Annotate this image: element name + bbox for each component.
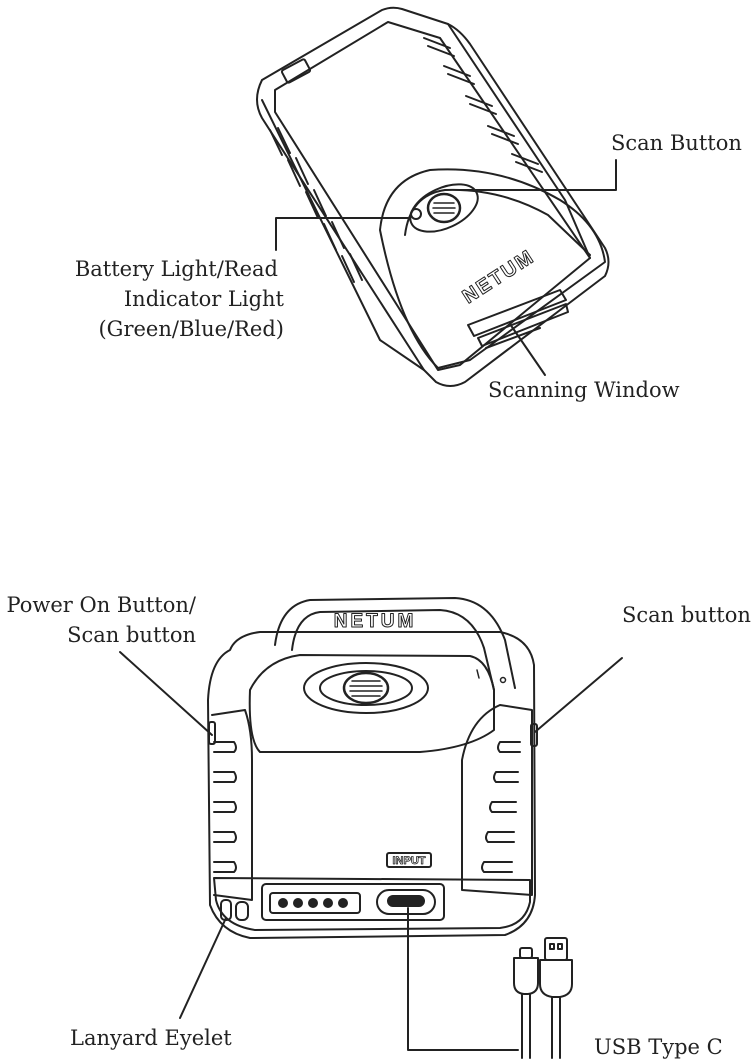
bottom-scan-button bbox=[303, 662, 429, 714]
bottom-pin-recess bbox=[269, 892, 361, 914]
leader-scanning-window bbox=[509, 323, 546, 376]
leader-lanyard bbox=[179, 917, 227, 1019]
bottom-side-scan-button bbox=[530, 723, 538, 747]
bottom-usb-c-port bbox=[376, 889, 436, 915]
label-power-line1: Power On Button/ bbox=[6, 593, 196, 617]
bottom-head-inner bbox=[291, 609, 495, 691]
top-right-rail bbox=[447, 23, 591, 259]
label-scanning-window: Scanning Window bbox=[488, 378, 680, 402]
label-lanyard-eyelet: Lanyard Eyelet bbox=[70, 1026, 232, 1050]
bottom-charging-pins bbox=[278, 898, 348, 908]
leader-scan-button bbox=[459, 159, 617, 191]
top-indicator-light bbox=[410, 208, 422, 220]
bottom-left-rail bbox=[211, 709, 253, 901]
top-right-grips bbox=[423, 37, 543, 173]
label-scan-button: Scan Button bbox=[611, 131, 742, 155]
label-usb-type-c: USB Type C bbox=[594, 1035, 723, 1059]
bottom-head-outline bbox=[274, 597, 516, 689]
leader-side-scan bbox=[534, 657, 623, 733]
bottom-head-cavity bbox=[248, 654, 495, 753]
leader-usb bbox=[407, 907, 519, 1051]
bottom-body-outline bbox=[207, 631, 536, 939]
top-body-outline bbox=[256, 6, 610, 387]
bottom-right-grips bbox=[481, 741, 521, 873]
bottom-left-grips bbox=[213, 741, 237, 873]
top-brand-text: NETUM bbox=[459, 246, 539, 309]
top-input-mark bbox=[280, 58, 312, 84]
label-power-line2: Scan button bbox=[67, 623, 196, 647]
bottom-port-panel bbox=[261, 883, 445, 921]
top-head-housing bbox=[379, 168, 606, 369]
top-scanning-window bbox=[467, 289, 569, 349]
bottom-input-mark bbox=[386, 852, 432, 868]
label-scan-button-right: Scan button bbox=[622, 603, 751, 627]
top-scan-button bbox=[409, 183, 479, 233]
bottom-right-rail bbox=[461, 704, 533, 896]
bottom-brand-text: NETUM bbox=[334, 611, 417, 632]
leader-indicator bbox=[275, 217, 409, 251]
top-shell-line bbox=[274, 21, 591, 371]
top-left-grips bbox=[269, 127, 363, 283]
scanner-bottom-view: NETUM bbox=[119, 597, 623, 1059]
label-indicator-line2: Indicator Light bbox=[123, 287, 284, 311]
label-indicator-line1: Battery Light/Read bbox=[74, 257, 278, 281]
bottom-input-text: INPUT bbox=[393, 855, 426, 867]
scanner-top-view: NETUM bbox=[256, 6, 617, 387]
leader-power-button bbox=[119, 651, 213, 736]
label-indicator-line3: (Green/Blue/Red) bbox=[98, 317, 284, 341]
top-left-rail bbox=[261, 99, 425, 371]
usb-type-c-cable bbox=[513, 937, 573, 1059]
